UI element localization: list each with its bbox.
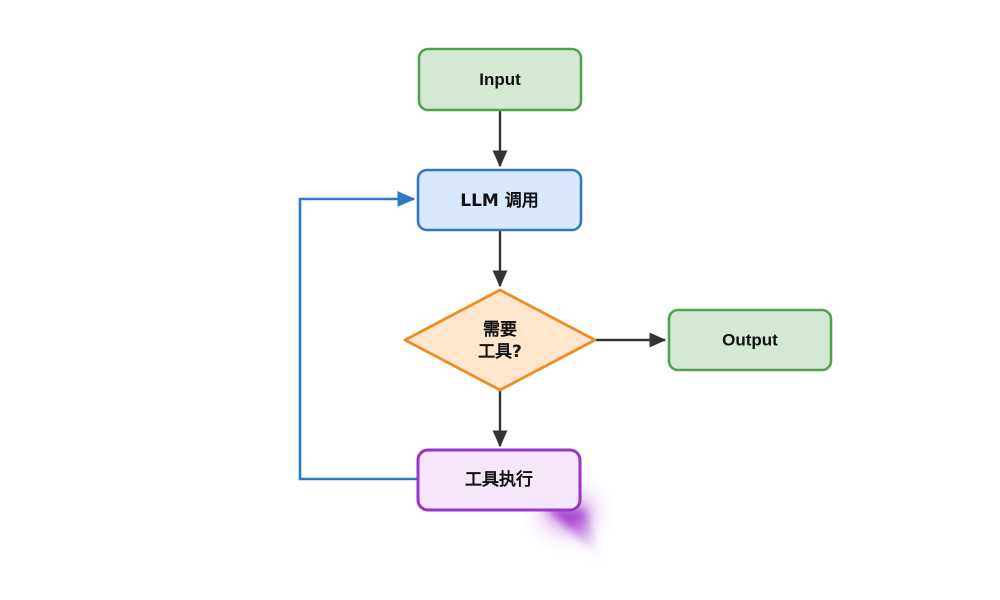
node-input-shape xyxy=(417,47,583,112)
node-output[interactable]: Output xyxy=(667,308,833,372)
edges-layer xyxy=(298,110,667,481)
node-decision-label-line1: 需要 xyxy=(483,320,517,340)
node-output-label: Output xyxy=(722,330,778,349)
node-tool-execution-shape xyxy=(416,448,582,512)
node-input-label: Input xyxy=(479,70,521,89)
node-input[interactable]: Input xyxy=(417,47,583,112)
node-llm-call-label: LLM 调用 xyxy=(460,191,539,211)
node-llm-call-shape xyxy=(416,168,583,232)
node-tool-execution-label: 工具执行 xyxy=(465,469,533,490)
node-output-shape xyxy=(667,308,833,372)
cursor-glow-beam xyxy=(545,509,600,560)
node-decision-label-line2: 工具? xyxy=(478,342,522,362)
node-tool-execution[interactable]: 工具执行 xyxy=(416,448,600,560)
node-decision-shape xyxy=(403,288,597,392)
node-decision[interactable]: 需要 工具? xyxy=(403,288,597,392)
node-llm-call[interactable]: LLM 调用 xyxy=(416,168,583,232)
edge-tool-to-llm-loop xyxy=(298,190,418,481)
